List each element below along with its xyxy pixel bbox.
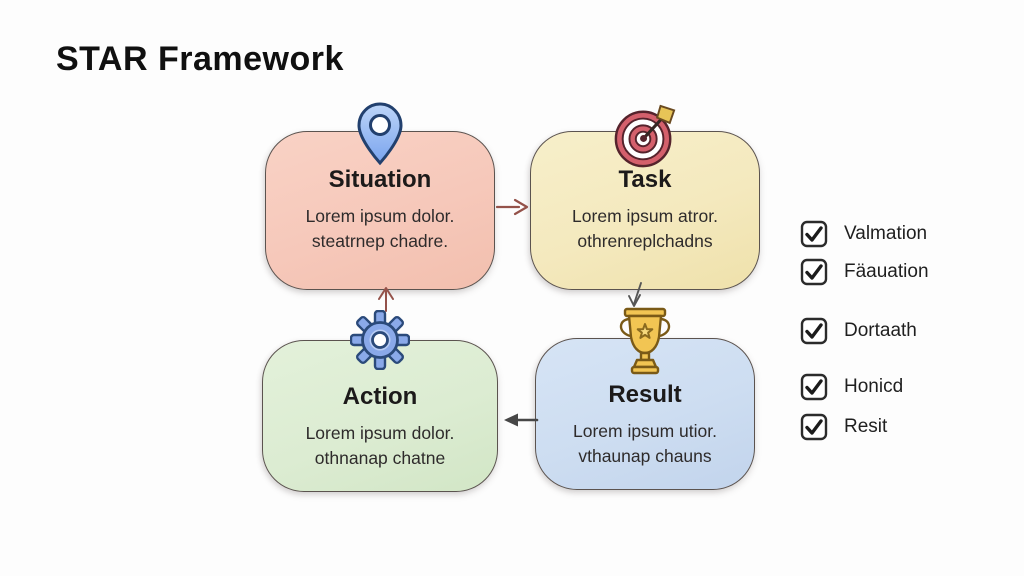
action-title: Action	[342, 383, 418, 410]
situation-title: Situation	[328, 166, 432, 193]
checkbox-checked-icon[interactable]	[800, 258, 828, 286]
checklist-label: Valmation	[844, 223, 928, 244]
result-box: Result Lorem ipsum utior. vthaunap chaun…	[535, 307, 755, 490]
location-pin-icon	[355, 102, 405, 166]
page-title: STAR Framework	[56, 40, 344, 78]
checklist-item-valmation[interactable]: Valmation	[800, 220, 927, 248]
target-icon	[612, 104, 678, 170]
action-text-line2: othnanap chatne	[314, 448, 446, 468]
checklist-label: Resit	[844, 416, 888, 437]
checklist-label: Fäauation	[844, 261, 929, 282]
checklist-item-honicd[interactable]: Honicd	[800, 373, 903, 401]
situation-text-line2: steatrnep chadre.	[311, 231, 449, 251]
gear-icon	[349, 309, 411, 371]
action-box: Action Lorem ipsum dolor. othnanap chatn…	[262, 309, 498, 492]
situation-box: Situation Lorem ipsum dolor. steatrnep c…	[265, 102, 495, 290]
result-text-line2: vthaunap chauns	[578, 446, 712, 466]
result-title: Result	[608, 381, 682, 408]
checkbox-checked-icon[interactable]	[800, 317, 828, 345]
checklist-label: Dortaath	[844, 320, 917, 341]
task-text-line2: othrenreplchadns	[577, 231, 713, 251]
checklist-item-dortaath[interactable]: Dortaath	[800, 317, 917, 345]
action-text-line1: Lorem ipsum dolor.	[305, 423, 455, 443]
situation-text-line1: Lorem ipsum dolor.	[305, 206, 455, 226]
checklist-item-faauation[interactable]: Fäauation	[800, 258, 929, 286]
task-text-line1: Lorem ipsum atror.	[572, 206, 718, 226]
checkbox-checked-icon[interactable]	[800, 413, 828, 441]
result-text-line1: Lorem ipsum utior.	[573, 421, 717, 441]
checkbox-checked-icon[interactable]	[800, 373, 828, 401]
task-title: Task	[618, 166, 672, 193]
arrow-result-to-action	[504, 413, 539, 427]
task-box: Task Lorem ipsum atror. othrenreplchadns	[530, 104, 760, 290]
arrow-situation-to-task	[495, 198, 529, 216]
checklist-item-resit[interactable]: Resit	[800, 413, 887, 441]
checkbox-checked-icon[interactable]	[800, 220, 828, 248]
checklist-label: Honicd	[844, 376, 904, 397]
arrow-action-to-situation	[378, 287, 394, 312]
trophy-icon	[612, 305, 678, 375]
checklist: Valmation Fäauation Dortaath Honicd	[800, 0, 1010, 576]
